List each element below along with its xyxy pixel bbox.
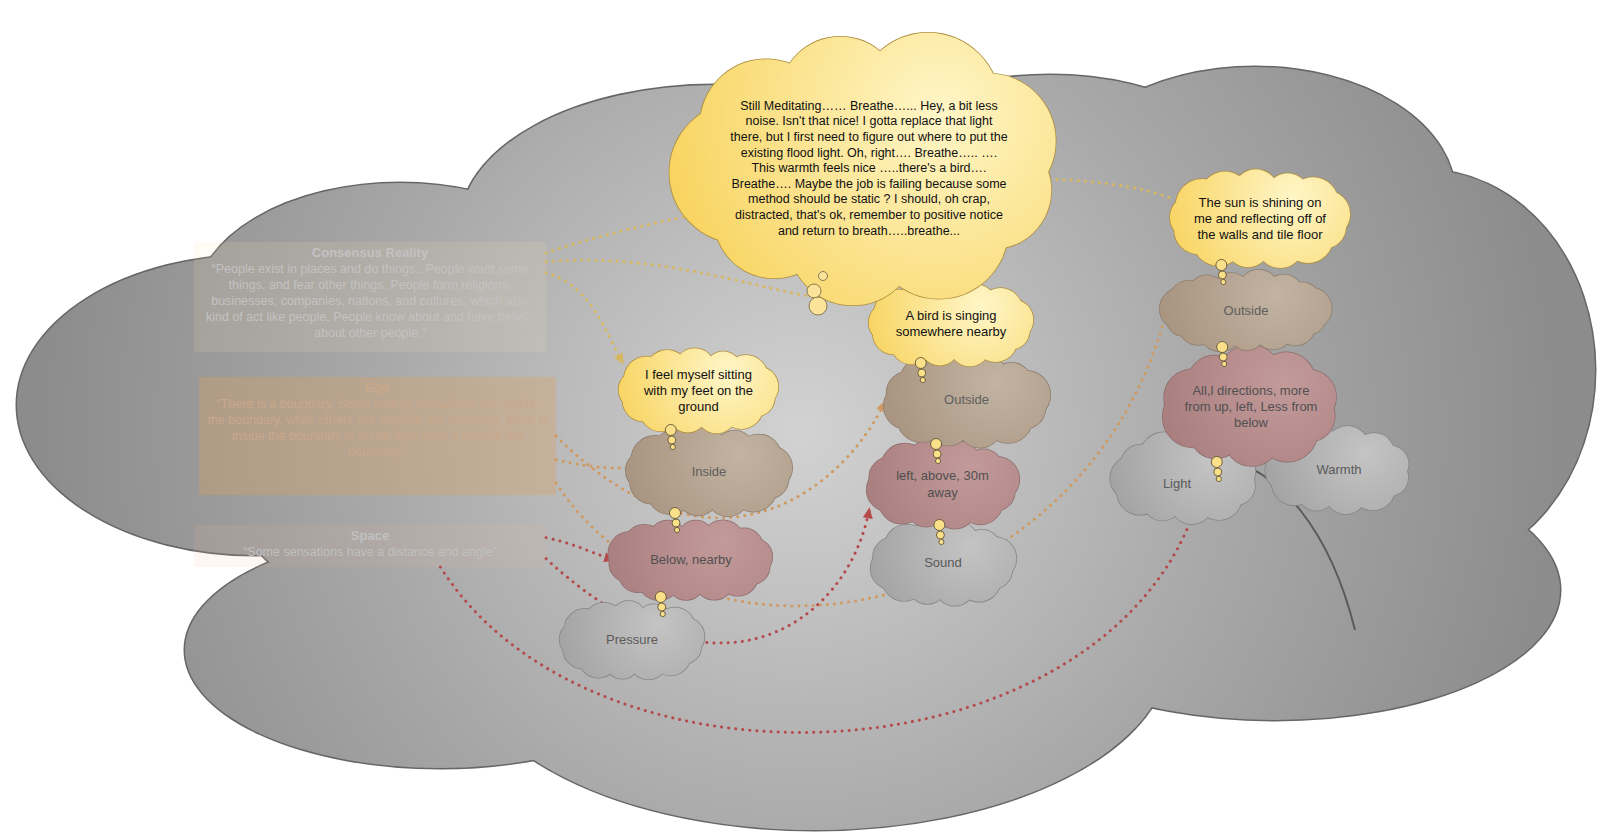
thought-bubbles (1216, 260, 1227, 285)
cloud-text: The sun is shining on me and reflecting … (1192, 195, 1328, 244)
thought-bubbles (915, 358, 926, 383)
cloud-text: Still Meditating…… Breathe…... Hey, a bi… (728, 99, 1010, 240)
ego-cloud: Outside (1161, 270, 1331, 352)
sensation-cloud: Sound (869, 520, 1017, 607)
thought-cloud: Still Meditating…… Breathe…... Hey, a bi… (673, 30, 1065, 308)
cloud-text: Pressure (577, 632, 687, 648)
thought-tail (819, 272, 828, 281)
cloud-text: All,l directions, more from up, left, Le… (1184, 383, 1317, 432)
cloud-text: Below, nearby (629, 552, 753, 568)
cloud-text: Outside (1183, 303, 1309, 319)
cloud-text: I feel myself sitting with my feet on th… (638, 367, 759, 416)
space-cloud: All,l directions, more from up, left, Le… (1161, 347, 1341, 467)
thought-bubbles (655, 592, 666, 617)
thought-cloud: I feel myself sitting with my feet on th… (617, 347, 780, 435)
cloud-text: Sound (888, 555, 998, 571)
thought-bubbles (1217, 342, 1228, 367)
thought-bubbles (931, 439, 942, 464)
thought-tail (807, 284, 821, 298)
thought-bubbles (670, 508, 681, 533)
panel-heading: Ego (207, 380, 548, 396)
dotted-connector (440, 467, 1206, 732)
panel-body: “There is a boundary. Some nearby sensat… (207, 396, 548, 460)
dotted-connector (546, 538, 615, 560)
thought-tail (809, 297, 827, 315)
thought-bubbles (665, 425, 676, 450)
cloud-text: left, above, 30m away (885, 468, 1000, 501)
cloud-text: Outside (904, 392, 1029, 408)
space-cloud: Below, nearby (607, 518, 775, 602)
thought-bubbles (934, 520, 945, 545)
cloud-text: Warmth (1284, 462, 1394, 478)
ego-cloud: Inside (624, 426, 794, 518)
concept-panel: Ego“There is a boundary. Some nearby sen… (199, 377, 556, 495)
dotted-connector (546, 273, 624, 365)
sensation-cloud: Pressure (558, 600, 706, 681)
cloud-text: Inside (646, 464, 772, 480)
panel-heading: Space (202, 528, 538, 544)
thought-bubbles (1211, 457, 1222, 482)
dotted-connector (556, 319, 1164, 606)
cloud-text: A bird is singing somewhere nearby (889, 308, 1013, 341)
space-cloud: left, above, 30m away (865, 439, 1020, 530)
arrow-head (614, 353, 624, 365)
panel-heading: Consensus Reality (202, 245, 538, 261)
concept-panel: Consensus Reality“People exist in places… (194, 242, 546, 352)
cloud-text: Light (1122, 476, 1233, 492)
arrow-head (863, 507, 873, 519)
panel-body: “People exist in places and do things.. … (202, 261, 538, 341)
panel-body: “Some sensations have a distance and ang… (202, 544, 538, 560)
thought-cloud: The sun is shining on me and reflecting … (1168, 168, 1352, 270)
concept-panel: Space“Some sensations have a distance an… (194, 525, 546, 567)
